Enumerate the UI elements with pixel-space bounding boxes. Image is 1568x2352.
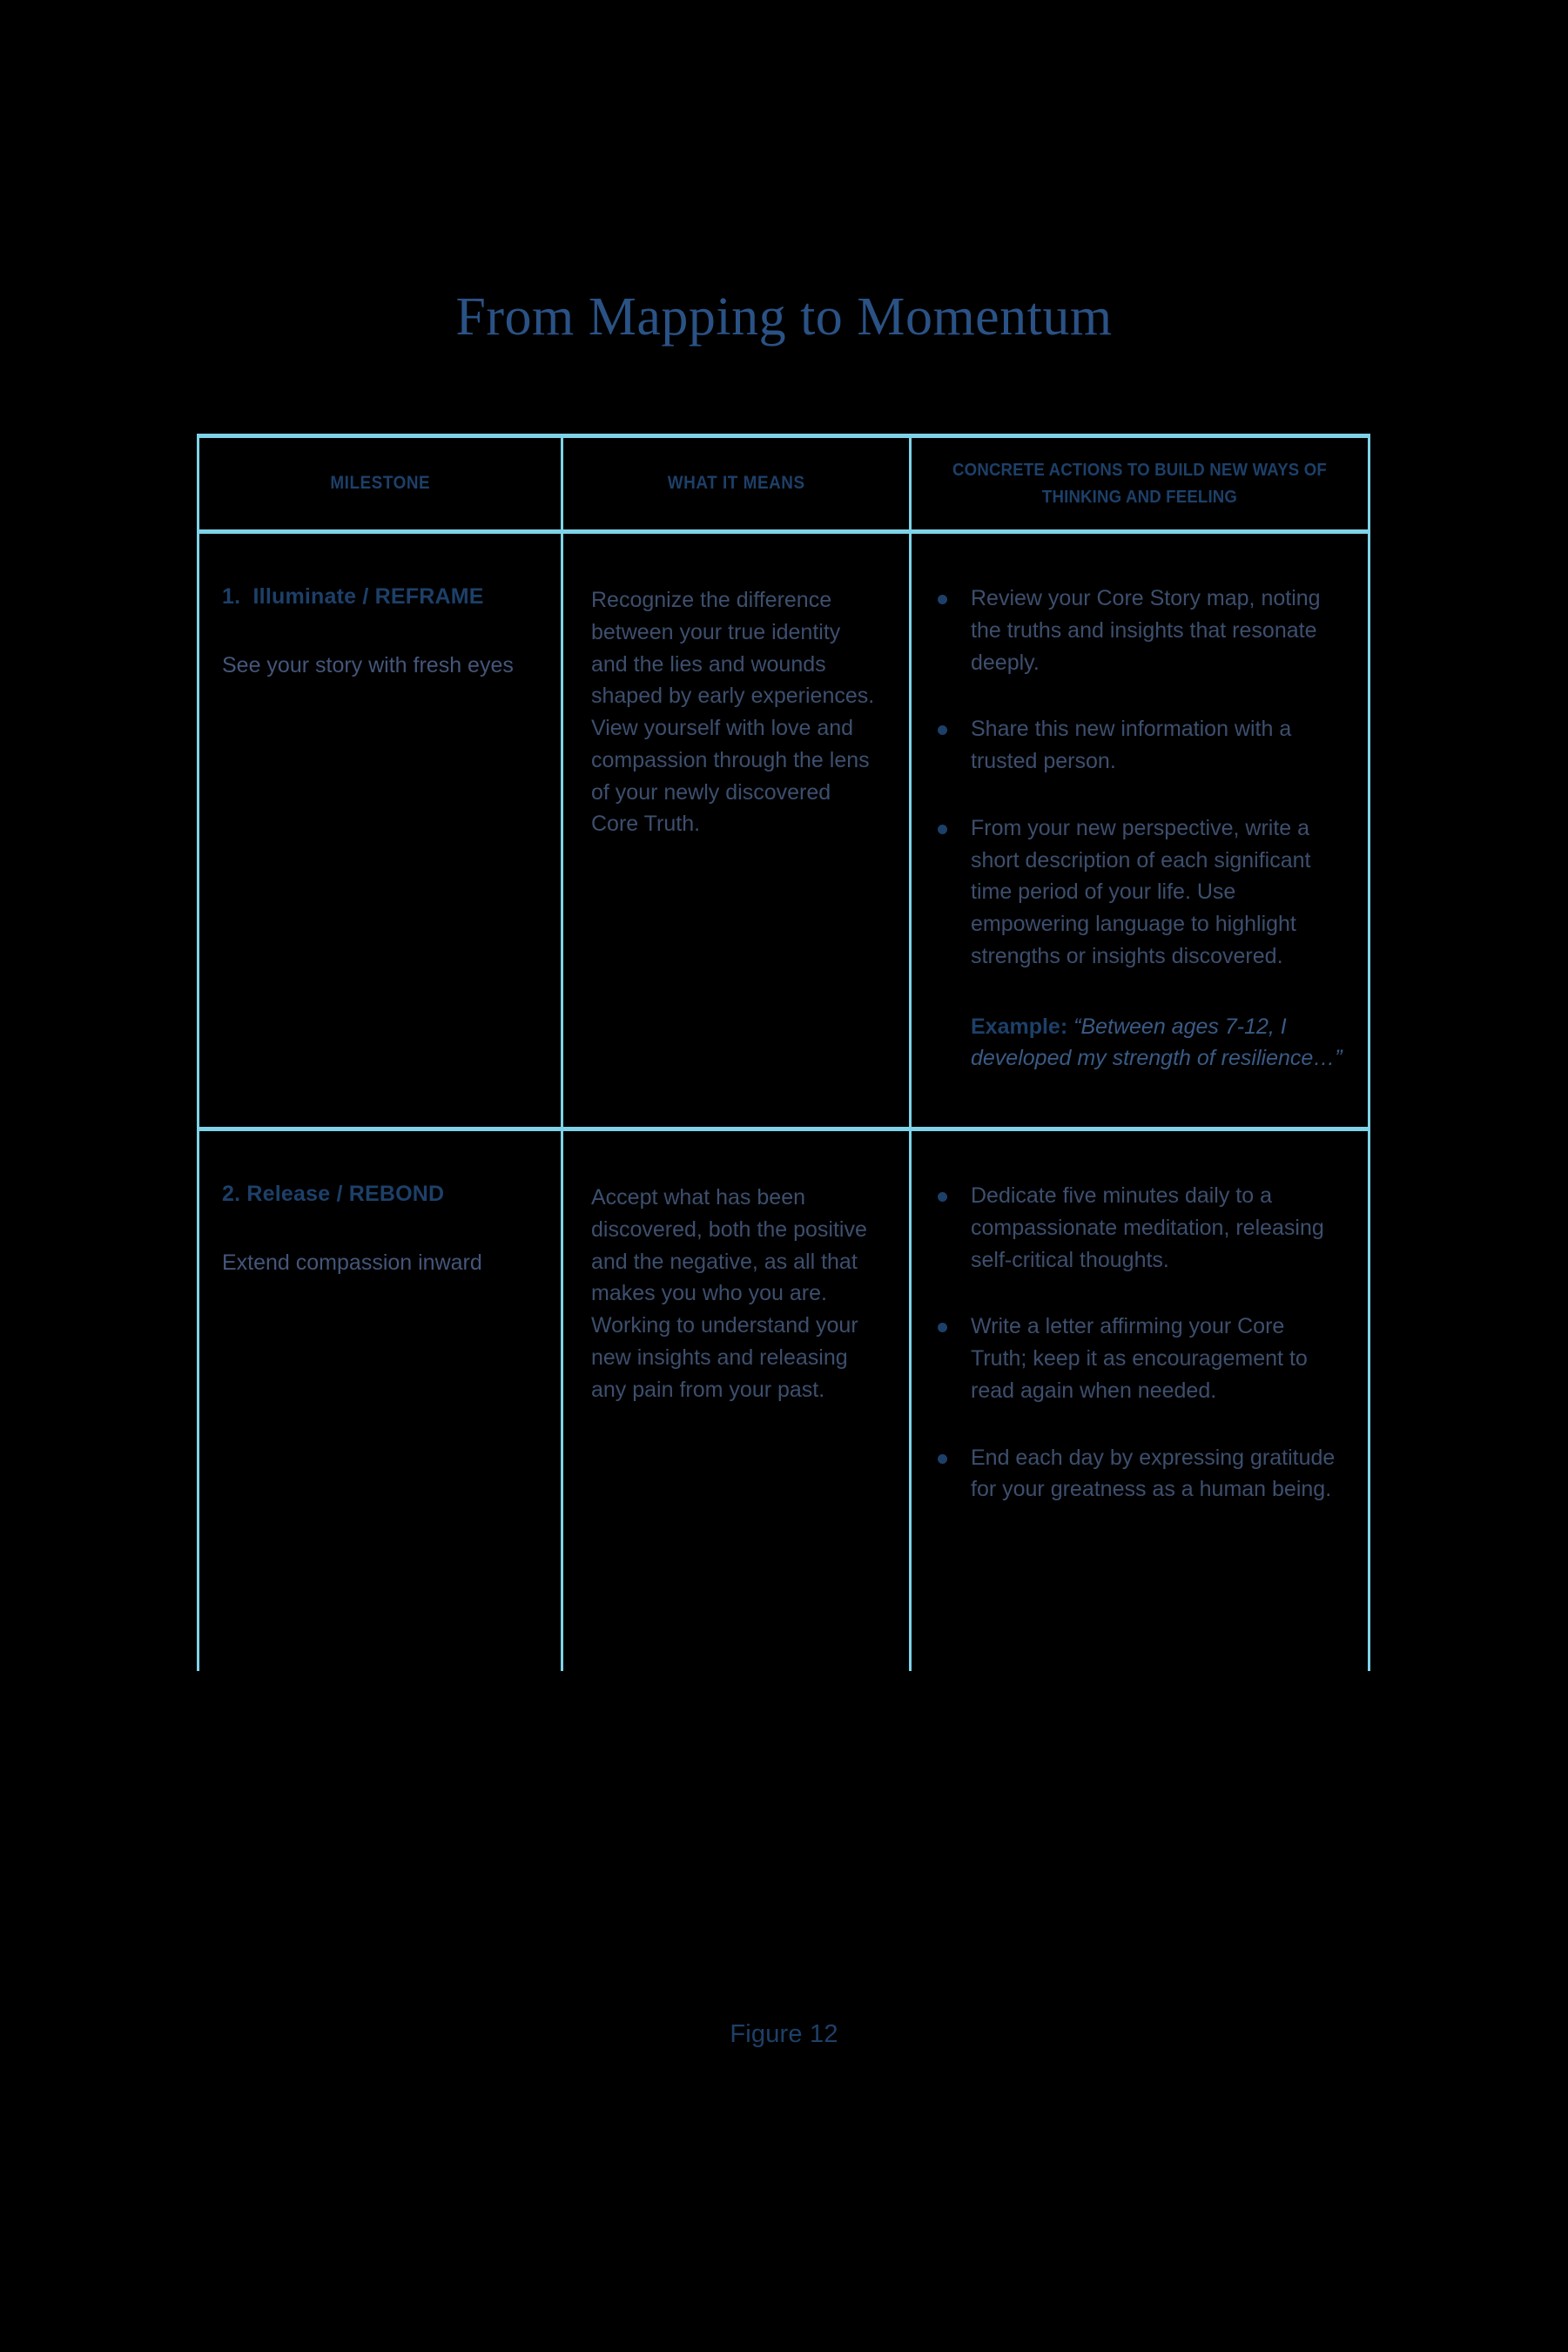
example-label: Example: — [971, 1014, 1068, 1039]
example-block: Example: “Between ages 7-12, I developed… — [934, 1011, 1343, 1075]
milestone-cell: 1. Illuminate / REFRAME See your story w… — [197, 534, 561, 1127]
table-header-cell-concrete-actions: CONCRETE ACTIONS TO BUILD NEW WAYS OF TH… — [909, 438, 1370, 529]
table-row: 2. Release / REBOND Extend compassion in… — [197, 1131, 1370, 1671]
milestone-subtitle: See your story with fresh eyes — [222, 652, 514, 677]
table-header-cell-milestone: MILESTONE — [197, 438, 561, 529]
action-bullet-list: Review your Core Story map, noting the t… — [934, 583, 1343, 973]
page-title: From Mapping to Momentum — [455, 287, 1113, 347]
list-item: Review your Core Story map, noting the t… — [934, 583, 1343, 678]
table-header-label-milestone: MILESTONE — [330, 473, 430, 494]
bullet-dot-icon — [938, 1323, 947, 1333]
action-text: Share this new information with a truste… — [971, 717, 1292, 773]
what-it-means-text: Accept what has been discovered, both th… — [591, 1185, 867, 1402]
milestone-subtitle: Extend compassion inward — [222, 1250, 482, 1275]
bullet-dot-icon — [938, 1453, 947, 1464]
bullet-dot-icon — [938, 1192, 947, 1202]
table-header-label-what-it-means: WHAT IT MEANS — [667, 473, 805, 494]
bullet-dot-icon — [938, 595, 947, 604]
what-it-means-text: Recognize the difference between your tr… — [591, 588, 875, 837]
milestone-title: 2. Release / REBOND — [222, 1182, 445, 1206]
concrete-actions-cell: Review your Core Story map, noting the t… — [909, 534, 1370, 1127]
list-item: From your new perspective, write a short… — [934, 812, 1343, 973]
table-header-cell-what-it-means: WHAT IT MEANS — [561, 438, 909, 529]
table-row: 1. Illuminate / REFRAME See your story w… — [197, 534, 1370, 1131]
figure-caption: Figure 12 — [730, 2020, 838, 2048]
bullet-dot-icon — [938, 725, 947, 736]
action-text: From your new perspective, write a short… — [971, 815, 1311, 968]
list-item: Write a letter affirming your Core Truth… — [934, 1311, 1343, 1406]
action-text: Dedicate five minutes daily to a compass… — [971, 1183, 1324, 1272]
what-it-means-cell: Accept what has been discovered, both th… — [561, 1131, 909, 1671]
action-text: Write a letter affirming your Core Truth… — [971, 1314, 1308, 1403]
concrete-actions-cell: Dedicate five minutes daily to a compass… — [909, 1131, 1370, 1671]
table-header-row: MILESTONE WHAT IT MEANS CONCRETE ACTIONS… — [197, 434, 1370, 534]
milestone-table: MILESTONE WHAT IT MEANS CONCRETE ACTIONS… — [197, 434, 1370, 1671]
what-it-means-cell: Recognize the difference between your tr… — [561, 534, 909, 1127]
action-bullet-list: Dedicate five minutes daily to a compass… — [934, 1180, 1343, 1506]
list-item: Share this new information with a truste… — [934, 713, 1343, 778]
list-item: Dedicate five minutes daily to a compass… — [934, 1180, 1343, 1276]
list-item: End each day by expressing gratitude for… — [934, 1442, 1343, 1506]
example-quote: “Between ages 7-12, I developed my stren… — [971, 1014, 1343, 1071]
milestone-cell: 2. Release / REBOND Extend compassion in… — [197, 1131, 561, 1671]
action-text: End each day by expressing gratitude for… — [971, 1445, 1336, 1502]
action-text: Review your Core Story map, noting the t… — [971, 586, 1321, 675]
bullet-dot-icon — [938, 824, 947, 834]
milestone-title: 1. Illuminate / REFRAME — [222, 584, 484, 609]
table-header-label-concrete-actions: CONCRETE ACTIONS TO BUILD NEW WAYS OF TH… — [952, 460, 1327, 507]
